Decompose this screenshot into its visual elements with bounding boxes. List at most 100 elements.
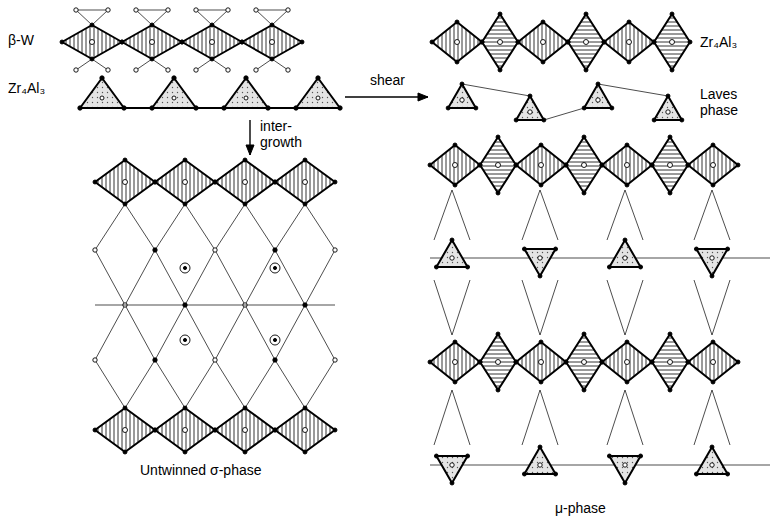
- net-line: [434, 390, 452, 445]
- open-atom: [166, 68, 170, 72]
- net-line: [136, 59, 152, 70]
- tetrahedron: [224, 78, 268, 108]
- filled-atom: [294, 106, 298, 110]
- filled-atom: [522, 247, 526, 251]
- octahedron: [566, 137, 602, 193]
- filled-atom: [446, 106, 450, 110]
- octahedron: [482, 14, 518, 70]
- filled-atom: [496, 191, 500, 195]
- net-line: [125, 360, 155, 408]
- octahedron: [518, 22, 568, 62]
- filled-atom: [639, 454, 643, 458]
- open-atom: [243, 428, 248, 433]
- filled-atom: [480, 40, 484, 44]
- net-line: [215, 360, 245, 408]
- open-atom: [711, 163, 716, 168]
- filled-atom: [183, 450, 187, 454]
- filled-atom: [514, 118, 518, 122]
- filled-atom: [582, 191, 586, 195]
- octahedron: [480, 137, 516, 193]
- octahedron: [432, 22, 482, 62]
- filled-atom: [650, 163, 654, 167]
- tetrahedron: [80, 78, 124, 108]
- net-line: [92, 59, 108, 70]
- open-atom: [74, 8, 78, 12]
- filled-atom: [627, 60, 631, 64]
- filled-atom: [564, 360, 568, 364]
- filled-atom: [478, 163, 482, 167]
- open-atom: [213, 358, 217, 362]
- net-line: [544, 108, 584, 120]
- filled-atom: [496, 388, 500, 392]
- filled-atom: [243, 202, 247, 206]
- filled-atom: [736, 360, 740, 364]
- filled-atom: [303, 406, 307, 410]
- arrow-head: [246, 145, 254, 155]
- filled-atom: [607, 265, 611, 269]
- net-line: [275, 204, 305, 250]
- open-atom: [286, 8, 290, 12]
- octahedron: [652, 137, 688, 193]
- open-atom: [303, 180, 308, 185]
- net-line: [95, 305, 335, 306]
- filled-atom: [243, 158, 247, 162]
- tetrahedron: [696, 447, 727, 474]
- filled-atom: [686, 163, 690, 167]
- open-atom: [455, 40, 460, 45]
- filled-atom: [455, 20, 459, 24]
- open-atom: [582, 360, 587, 365]
- filled-atom: [60, 40, 64, 44]
- net-line: [694, 390, 712, 445]
- filled-atom: [726, 472, 730, 476]
- filled-atom: [453, 183, 457, 187]
- open-atom: [243, 180, 248, 185]
- open-atom: [666, 110, 670, 114]
- filled-atom: [93, 428, 97, 432]
- octahedron: [215, 160, 275, 204]
- open-atom: [498, 40, 503, 45]
- filled-atom: [466, 265, 470, 269]
- filled-atom: [711, 183, 715, 187]
- filled-atom: [213, 428, 217, 432]
- filled-atom: [120, 40, 124, 44]
- net-line: [607, 390, 625, 445]
- filled-atom: [625, 340, 629, 344]
- filled-atom: [120, 40, 124, 44]
- net-line: [185, 360, 215, 408]
- net-line: [305, 250, 335, 305]
- filled-atom: [680, 118, 684, 122]
- filled-atom: [213, 180, 217, 184]
- filled-atom: [183, 202, 187, 206]
- net-line: [305, 204, 335, 250]
- filled-atom: [194, 106, 198, 110]
- filled-atom: [453, 340, 457, 344]
- open-atom: [286, 68, 290, 72]
- filled-atom: [710, 445, 714, 449]
- open-atom: [244, 96, 248, 100]
- filled-atom: [668, 388, 672, 392]
- filled-atom: [150, 57, 154, 61]
- filled-atom: [600, 360, 604, 364]
- open-atom: [74, 68, 78, 72]
- filled-atom: [153, 358, 157, 362]
- filled-atom: [153, 180, 157, 184]
- filled-atom: [303, 450, 307, 454]
- filled-atom: [726, 247, 730, 251]
- filled-atom: [273, 248, 277, 252]
- filled-atom: [539, 143, 543, 147]
- filled-atom: [333, 180, 337, 184]
- open-atom: [226, 68, 230, 72]
- filled-atom: [625, 380, 629, 384]
- net-line: [125, 305, 155, 360]
- double-atom: [180, 335, 190, 345]
- filled-atom: [541, 20, 545, 24]
- filled-atom: [639, 265, 643, 269]
- filled-atom: [183, 266, 186, 269]
- net-line: [272, 10, 288, 25]
- filled-atom: [710, 274, 714, 278]
- filled-atom: [652, 40, 656, 44]
- open-atom: [460, 98, 464, 102]
- open-atom: [450, 463, 454, 467]
- open-atom: [623, 463, 627, 467]
- filled-atom: [478, 163, 482, 167]
